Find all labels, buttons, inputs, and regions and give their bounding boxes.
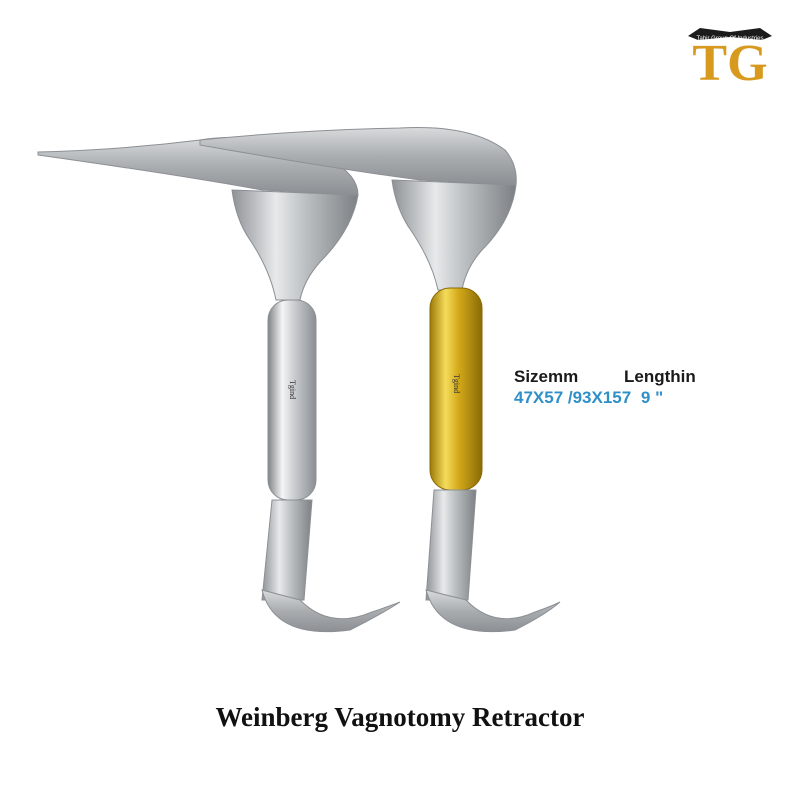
spec-value-row: 47X57 /93X157 9 " (514, 387, 734, 408)
silver-retractor: Tgind (37, 137, 401, 633)
spec-table: Sizemm Lengthin 47X57 /93X157 9 " (514, 366, 734, 408)
logo-tagline: Tahir Group Of Industries (696, 36, 764, 42)
size-value: 47X57 /93X157 (514, 388, 632, 407)
gold-engraving: Tgind (452, 374, 461, 393)
gold-retractor: Tgind (199, 127, 561, 633)
company-logo: TG (688, 28, 772, 88)
svg-text:TG: TG (692, 35, 767, 88)
size-label: Sizemm (514, 367, 579, 386)
silver-engraving: Tgind (288, 380, 297, 399)
length-label: Lengthin (624, 367, 696, 386)
spec-header-row: Sizemm Lengthin (514, 366, 734, 387)
product-title: Weinberg Vagnotomy Retractor (215, 702, 585, 732)
length-value: 9 " (640, 388, 664, 407)
